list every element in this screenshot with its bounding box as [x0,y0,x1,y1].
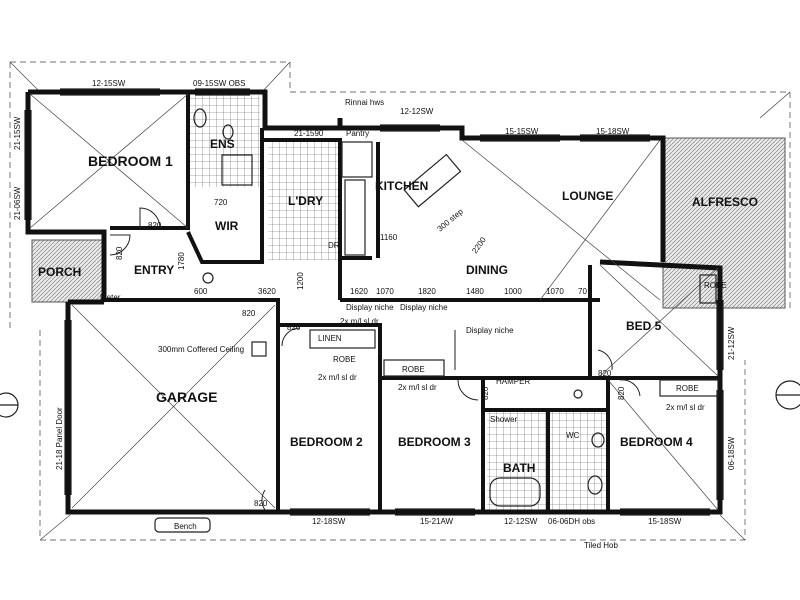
room-label-robe-5: ROBE [704,281,727,290]
section-marker-left [0,392,19,418]
dim-door-entry: 820 [115,246,124,260]
fixtures [154,108,719,533]
note-island: 300 step [436,207,466,234]
room-label-wc: WC [566,431,580,440]
room-label-porch: PORCH [38,265,81,279]
dim-1000: 1000 [504,287,522,296]
dim-door-bed4: 820 [617,386,626,400]
dim-720: 720 [214,198,228,207]
note-display-niche-2: Display niche [400,303,448,312]
porch-hatch [31,239,105,303]
note-bench: Bench [174,522,197,531]
ceiling-lines [29,93,719,511]
dim-window-ens: 09-15SW OBS [193,79,245,88]
dim-door-garage: 820 [242,309,256,318]
dim-window-lounge-b: 15-18SW [596,127,630,136]
room-label-ens: ENS [210,137,235,151]
room-label-dining: DINING [466,263,508,277]
note-rinnai: Rinnai hws [345,98,384,107]
dim-1070b: 1070 [546,287,564,296]
dim-door-bed1: 820 [148,221,162,230]
windows [24,88,724,516]
dim-1820: 1820 [418,287,436,296]
dim-1070: 1070 [376,287,394,296]
setback-lines [9,61,791,541]
wc-tiles [550,410,610,510]
dim-window-ldry: 21-1590 [294,129,324,138]
dim-window-wc: 06-06DH obs [548,517,595,526]
room-label-kitchen: KITCHEN [375,179,428,193]
dim-1780: 1780 [177,252,186,270]
dim-2200: 2200 [470,235,488,255]
room-label-linen: LINEN [318,334,342,343]
note-shelves-2: 2x m/l sl dr [318,373,357,382]
section-marker [775,380,800,410]
room-label-bedroom2: BEDROOM 2 [290,435,363,449]
room-label-bedroom1: BEDROOM 1 [88,153,173,169]
dim-window-kitchen: 12-12SW [400,107,434,116]
dim-3620: 3620 [258,287,276,296]
note-hamper: HAMPER [496,377,530,386]
note-display-niche-3: Display niche [466,326,514,335]
room-label-lounge: LOUNGE [562,189,613,203]
dim-garage-door: 21-18 Panel Door [55,407,64,470]
room-label-robe-4: ROBE [676,384,699,393]
dim-1480: 1480 [466,287,484,296]
room-label-bedroom4: BEDROOM 4 [620,435,693,449]
note-tiled-hob: Tiled Hob [584,541,618,550]
dim-door-bed5: 820 [598,369,612,378]
dim-window-bed4: 15-18SW [648,517,682,526]
dim-1160: 1160 [380,233,398,242]
note-shelves-1: 2x m/l sl dr [340,317,379,326]
dim-70: 70 [578,287,587,296]
note-shower: Shower [490,415,517,424]
dim-window-bed2: 12-18SW [312,517,346,526]
interior-walls [104,92,720,512]
dim-window-bed3: 15-21AW [420,517,454,526]
room-label-bath: BATH [503,461,535,475]
note-shelves-4: 2x m/l sl dr [666,403,705,412]
dim-door-bath: 820 [481,386,490,400]
bath-tiles [487,410,547,510]
room-label-robe-2: ROBE [333,355,356,364]
dim-window-bath: 12-12SW [504,517,538,526]
dim-window-bed4-side: 06-18SW [727,436,736,470]
room-label-alfresco: ALFRESCO [692,195,758,209]
dim-window-bed5: 21-12SW [727,326,736,360]
dim-window-bed1-side-a: 21-15SW [13,116,22,150]
room-label-wir: WIR [215,219,239,233]
dim-door-garage-side: 820 [254,499,268,508]
room-label-robe-3: ROBE [402,365,425,374]
dim-600: 600 [194,287,208,296]
room-label-bed5: BED 5 [626,319,662,333]
ensuite-tiles [190,95,260,187]
note-meter: Meter [100,293,121,302]
note-shelves-3: 2x m/l sl dr [398,383,437,392]
room-label-ldry: L'DRY [288,194,323,208]
dim-window-bed1-top: 12-15SW [92,79,126,88]
dim-window-bed1-side-b: 21-06SW [13,186,22,220]
doors [109,207,641,511]
room-label-entry: ENTRY [134,263,174,277]
room-label-garage: GARAGE [156,389,217,405]
room-label-bedroom3: BEDROOM 3 [398,435,471,449]
dim-1620: 1620 [350,287,368,296]
note-display-niche-1: Display niche [346,303,394,312]
dim-door-bed2: 820 [287,323,301,332]
exterior-walls [25,89,723,515]
room-label-pantry: Pantry [346,129,369,138]
dim-window-lounge-a: 15-15SW [505,127,539,136]
note-ceiling: 300mm Coffered Ceiling [158,345,244,354]
alfresco-hatch [662,137,786,309]
dim-1200: 1200 [296,272,305,290]
laundry-tiles [268,142,340,260]
note-dr: DR [328,241,340,250]
